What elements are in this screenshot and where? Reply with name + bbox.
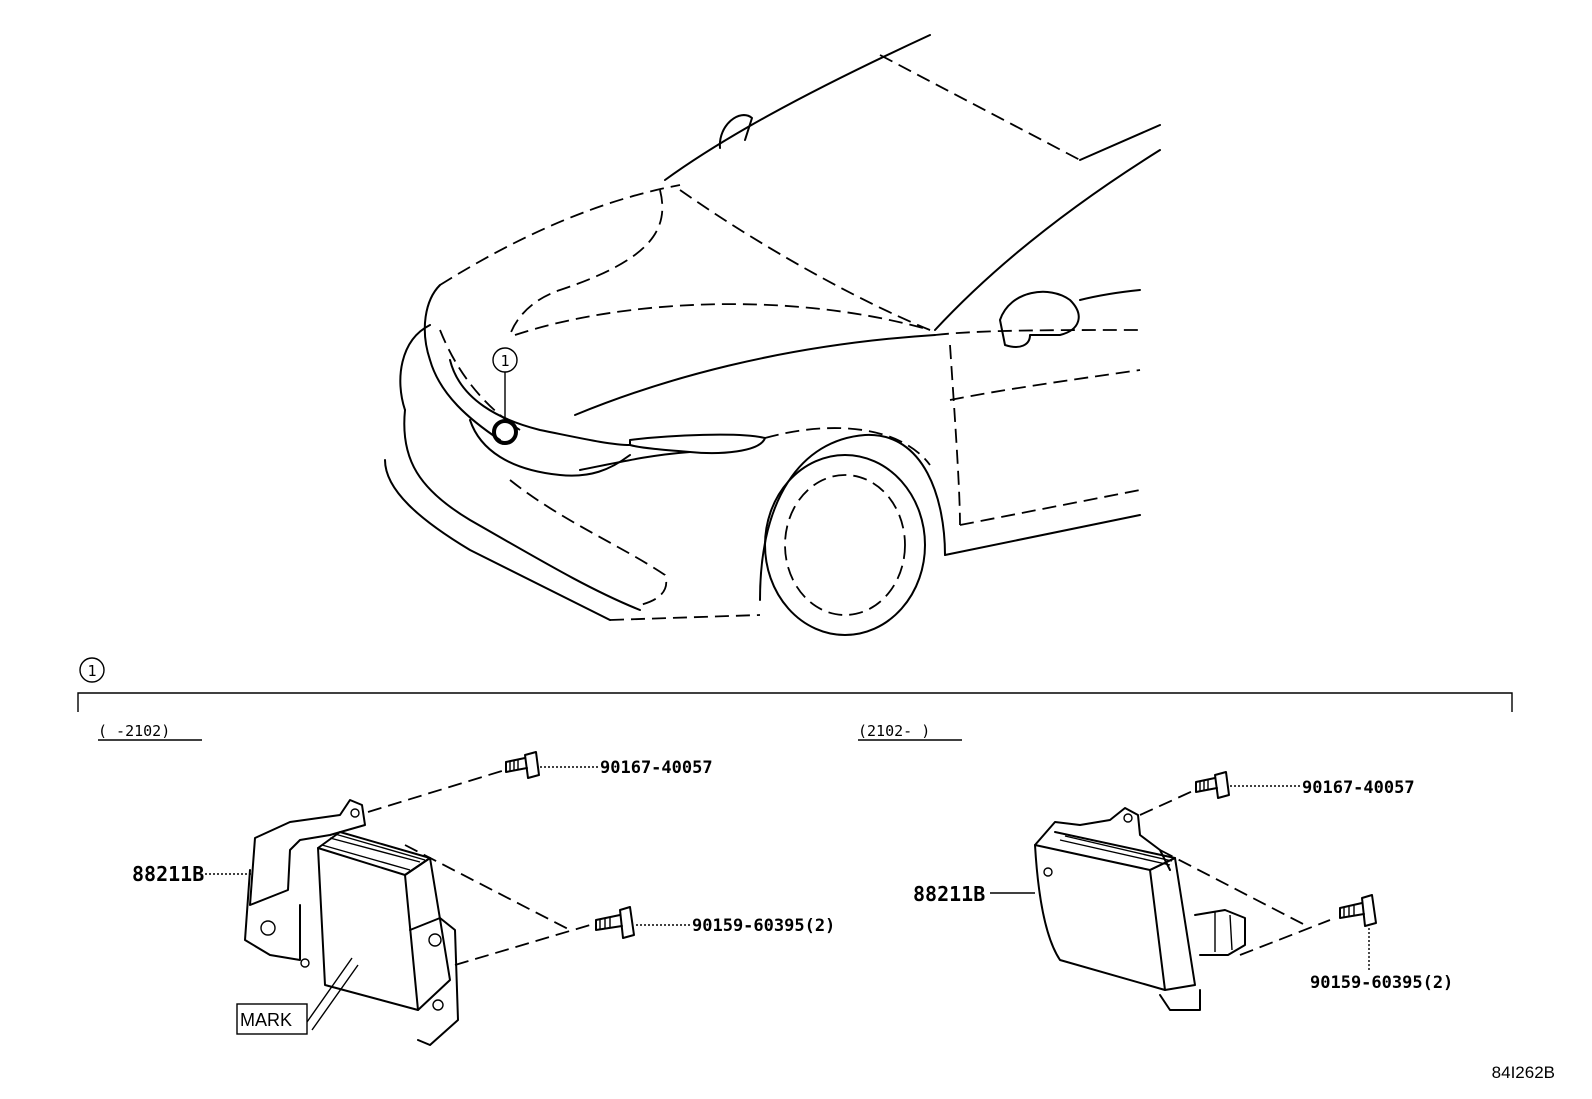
right-body-hole [1043, 867, 1053, 877]
right-install-line-mid [1159, 849, 1306, 926]
right-period-label: (2102- ) [858, 722, 930, 740]
car-hood-shoulder [574, 334, 936, 416]
left-mount-tab-hole-1 [428, 933, 442, 947]
detail-bracket [77, 692, 1513, 712]
car-wheel-arch [759, 433, 946, 601]
right-bolt-top-head [1214, 771, 1230, 799]
right-sensor-connector [1194, 909, 1246, 956]
car-tire [764, 454, 926, 636]
right-flange-hole [1123, 813, 1133, 823]
mark-label-text: MARK [240, 1010, 292, 1030]
right-sensor-body [1034, 844, 1166, 991]
car-grille-top [449, 359, 631, 446]
left-main-part-number: 88211B [132, 862, 204, 886]
car-hood-center [509, 189, 664, 336]
left-sensor-bracket-side [244, 869, 301, 961]
left-variant: ( -2102) 90167-40057 90159-60395(2) [98, 722, 835, 1046]
right-install-line-top [1139, 789, 1196, 816]
left-period-label: ( -2102) [98, 722, 170, 740]
car-headlight-lower [579, 451, 691, 471]
right-bolt-top [1195, 771, 1230, 799]
car-bumper-upper [399, 324, 431, 411]
right-variant: (2102- ) 90167-40057 90159-60395(2) [858, 722, 1453, 1011]
right-bolt-top-thread [1199, 779, 1209, 791]
car-mirror [999, 290, 1080, 348]
right-bolt-top-shank [1195, 777, 1218, 793]
car-a-pillar [1079, 124, 1161, 161]
car-door-front [949, 344, 961, 526]
left-mount-tab-hole-2 [432, 999, 444, 1011]
car-rocker-top [959, 489, 1141, 526]
car-bumper-lower [403, 409, 641, 611]
car-side-mid [949, 369, 1141, 401]
car-windshield-side [934, 149, 1161, 331]
left-bolt-bottom-part-number: 90159-60395(2) [692, 916, 835, 936]
left-bolt-bottom-thread [599, 917, 611, 929]
right-sensor-flange [1034, 807, 1171, 871]
left-radar-sensor [244, 799, 459, 1046]
car-hood-crease [514, 303, 931, 336]
car-mirror-arm [1079, 289, 1141, 301]
left-sensor-ribs [321, 833, 426, 871]
car-windshield-base [679, 189, 931, 331]
car-fender-line [764, 427, 931, 466]
car-fog-area [509, 479, 668, 606]
right-bolt-bottom-part-number: 90159-60395(2) [1310, 973, 1453, 993]
left-bolt-bottom-head [619, 906, 635, 939]
right-sensor-ribs [1059, 835, 1173, 866]
right-radar-sensor [1034, 807, 1246, 1011]
left-bolt-top-thread [509, 759, 519, 771]
car-hood-front-edge [439, 184, 681, 286]
left-bracket-hole-3 [300, 958, 310, 968]
left-bracket-hole-2 [260, 920, 276, 936]
right-bolt-bottom-head [1361, 894, 1377, 927]
left-install-line-top [367, 769, 506, 813]
left-bolt-top-part-number: 90167-40057 [600, 758, 713, 778]
car-side-crease [934, 329, 1141, 336]
figure-code: 84I262B [1492, 1063, 1555, 1082]
car-illustration [384, 34, 1161, 636]
left-sensor-mount-tab [409, 917, 459, 1046]
left-bolt-top-head [524, 751, 540, 779]
car-grille-lower [469, 419, 631, 477]
left-bracket-hole-1 [350, 808, 360, 818]
right-bolt-top-part-number: 90167-40057 [1302, 778, 1415, 798]
left-install-line-mid [404, 844, 571, 931]
car-rim [784, 474, 906, 616]
car-grille-mesh [439, 329, 521, 431]
mark-leader [306, 957, 359, 1031]
left-install-line-bottom [454, 924, 591, 966]
car-sensor-callout: 1 [492, 347, 518, 445]
right-main-part-number: 88211B [913, 882, 985, 906]
mark-label-box [236, 1003, 308, 1035]
detail-marker-circle [79, 657, 105, 683]
car-bumper-chin [384, 459, 611, 621]
car-camera-housing [718, 114, 753, 149]
right-connector-detail [1214, 912, 1233, 952]
left-sensor-side-face [404, 857, 451, 1011]
car-nose-outline [423, 284, 501, 441]
car-bumper-bottom [609, 614, 761, 621]
car-windshield-top [879, 54, 1081, 161]
car-roof-line [664, 34, 931, 181]
detail-section: 1 [77, 657, 1513, 712]
right-bolt-bottom [1339, 894, 1377, 927]
left-bolt-top [505, 751, 540, 779]
sensor-location-dot [492, 419, 518, 445]
callout-marker-number: 1 [500, 352, 509, 370]
detail-marker-number: 1 [87, 662, 96, 680]
right-install-line-bottom [1239, 919, 1331, 956]
left-sensor-bracket [249, 799, 366, 906]
left-bolt-top-shank [505, 757, 528, 773]
car-headlight-outline [629, 433, 766, 455]
right-bolt-bottom-thread [1343, 905, 1355, 917]
car-rocker-bottom [944, 514, 1141, 556]
left-bolt-bottom [595, 906, 635, 939]
right-sensor-mount-foot [1159, 989, 1201, 1011]
